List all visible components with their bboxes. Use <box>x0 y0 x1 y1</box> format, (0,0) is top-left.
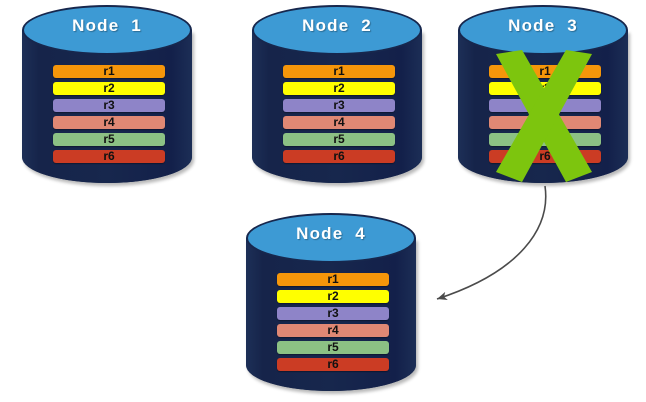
row-label: r2 <box>103 81 115 95</box>
row-r4[interactable]: r4 <box>277 323 389 337</box>
row-stack: r1 r2 r3 r4 r5 r6 <box>283 64 395 163</box>
row-r2[interactable]: r2 <box>277 289 389 303</box>
row-r3[interactable]: r3 <box>277 306 389 320</box>
node-title: Node 1 <box>72 16 142 35</box>
row-r4[interactable]: r4 <box>489 115 601 129</box>
row-r1[interactable]: r1 <box>489 64 601 78</box>
row-r1[interactable]: r1 <box>277 272 389 286</box>
cylinder-top-ellipse <box>246 213 416 263</box>
row-label: r5 <box>103 132 115 146</box>
row-label: r6 <box>327 357 339 371</box>
row-label: r4 <box>333 115 345 129</box>
row-stack: r1 r2 r3 r4 r5 r6 <box>277 272 389 371</box>
row-label: r4 <box>103 115 115 129</box>
row-stack: r1 r2 r3 r4 r5 r6 <box>53 64 165 163</box>
cylinder-top-ellipse <box>252 5 422 55</box>
row-r3[interactable]: r3 <box>53 98 165 112</box>
row-r1[interactable]: r1 <box>283 64 395 78</box>
row-label: r1 <box>103 64 115 78</box>
row-label: r3 <box>327 306 339 320</box>
row-r6[interactable]: r6 <box>53 149 165 163</box>
node-title: Node 3 <box>508 16 578 35</box>
row-r2[interactable]: r2 <box>53 81 165 95</box>
cylinder-top-ellipse <box>22 5 192 55</box>
row-r4[interactable]: r4 <box>53 115 165 129</box>
row-r5[interactable]: r5 <box>283 132 395 146</box>
row-r3[interactable]: r3 <box>283 98 395 112</box>
row-r5[interactable]: r5 <box>277 340 389 354</box>
row-r6[interactable]: r6 <box>277 357 389 371</box>
row-label: r1 <box>327 272 339 286</box>
row-r4[interactable]: r4 <box>283 115 395 129</box>
row-stack: r1 r2 r3 r4 r5 r6 <box>489 64 601 163</box>
node-1[interactable]: Node 1 r1 r2 r3 r4 r5 r6 <box>22 5 192 183</box>
row-r2[interactable]: r2 <box>283 81 395 95</box>
row-label: r6 <box>333 149 345 163</box>
row-label: r5 <box>539 132 551 146</box>
row-r2[interactable]: r2 <box>489 81 601 95</box>
row-label: r6 <box>539 149 551 163</box>
row-r5[interactable]: r5 <box>53 132 165 146</box>
node-2[interactable]: Node 2 r1 r2 r3 r4 r5 r6 <box>252 5 422 183</box>
row-label: r2 <box>333 81 345 95</box>
node-title: Node 4 <box>296 224 366 243</box>
row-label: r1 <box>539 64 551 78</box>
row-label: r5 <box>333 132 345 146</box>
row-label: r6 <box>103 149 115 163</box>
row-label: r2 <box>327 289 339 303</box>
row-r6[interactable]: r6 <box>283 149 395 163</box>
row-label: r1 <box>333 64 345 78</box>
row-r5[interactable]: r5 <box>489 132 601 146</box>
row-label: r4 <box>539 115 551 129</box>
row-label: r2 <box>539 81 551 95</box>
node-4[interactable]: Node 4 r1 r2 r3 r4 r5 r6 <box>246 213 416 391</box>
row-label: r3 <box>333 98 345 112</box>
row-r6[interactable]: r6 <box>489 149 601 163</box>
row-r1[interactable]: r1 <box>53 64 165 78</box>
row-label: r4 <box>327 323 339 337</box>
node-title: Node 2 <box>302 16 372 35</box>
row-label: r5 <box>327 340 339 354</box>
node-3[interactable]: Node 3 r1 r2 r3 r4 r5 r6 <box>458 5 628 183</box>
row-r3[interactable]: r3 <box>489 98 601 112</box>
row-label: r3 <box>539 98 551 112</box>
row-label: r3 <box>103 98 115 112</box>
